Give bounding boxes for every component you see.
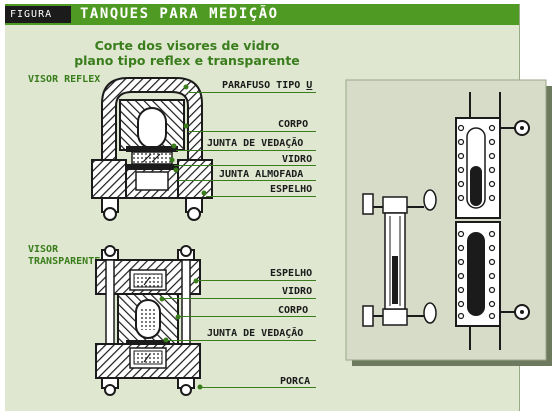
- figure-header: FIGURA 36 TANQUES PARA MEDIÇÃO: [5, 4, 519, 37]
- label-reflex-cushion: JUNTA ALMOFADA: [219, 169, 304, 180]
- label-transparent-nut: PORCA: [280, 376, 311, 387]
- leader-transparent-mirror: [198, 280, 316, 281]
- label-transparent-body: CORPO: [278, 305, 309, 316]
- subtitle-line-2: plano tipo reflex e transparente: [74, 53, 300, 68]
- leader-reflex-glass: [174, 165, 316, 166]
- label-u-bolt: PARAFUSO TIPO U: [222, 80, 313, 91]
- label-reflex-seal: JUNTA DE VEDAÇÃO: [207, 138, 304, 149]
- leader-transparent-seal: [168, 340, 316, 341]
- label-transparent-seal: JUNTA DE VEDAÇÃO: [207, 328, 304, 339]
- transparent-cross-section: [95, 245, 203, 396]
- figure-title: TANQUES PARA MEDIÇÃO: [80, 6, 279, 22]
- transparent-section-label-1: VISOR: [28, 244, 59, 255]
- leader-reflex-cushion: [178, 180, 316, 181]
- label-reflex-glass: VIDRO: [282, 154, 313, 165]
- subtitle-line-1: Corte dos visores de vidro: [94, 38, 280, 53]
- leader-reflex-body: [188, 131, 316, 132]
- leader-u-bolt: [188, 92, 316, 93]
- reflex-cross-section: [91, 77, 213, 221]
- label-reflex-mirror: ESPELHO: [270, 184, 313, 195]
- leader-reflex-mirror: [206, 196, 316, 197]
- label-transparent-glass: VIDRO: [282, 286, 313, 297]
- leader-transparent-glass: [164, 298, 316, 299]
- label-reflex-body: CORPO: [278, 119, 309, 130]
- leader-transparent-nut: [202, 387, 316, 388]
- leader-transparent-body: [180, 316, 316, 317]
- gauge-assembly-inset: [345, 79, 552, 366]
- transparent-section-label-2: TRANSPARENTE: [28, 256, 101, 267]
- reflex-section-label: VISOR REFLEX: [28, 74, 101, 85]
- leader-reflex-seal: [176, 150, 316, 151]
- label-transparent-mirror: ESPELHO: [270, 268, 313, 279]
